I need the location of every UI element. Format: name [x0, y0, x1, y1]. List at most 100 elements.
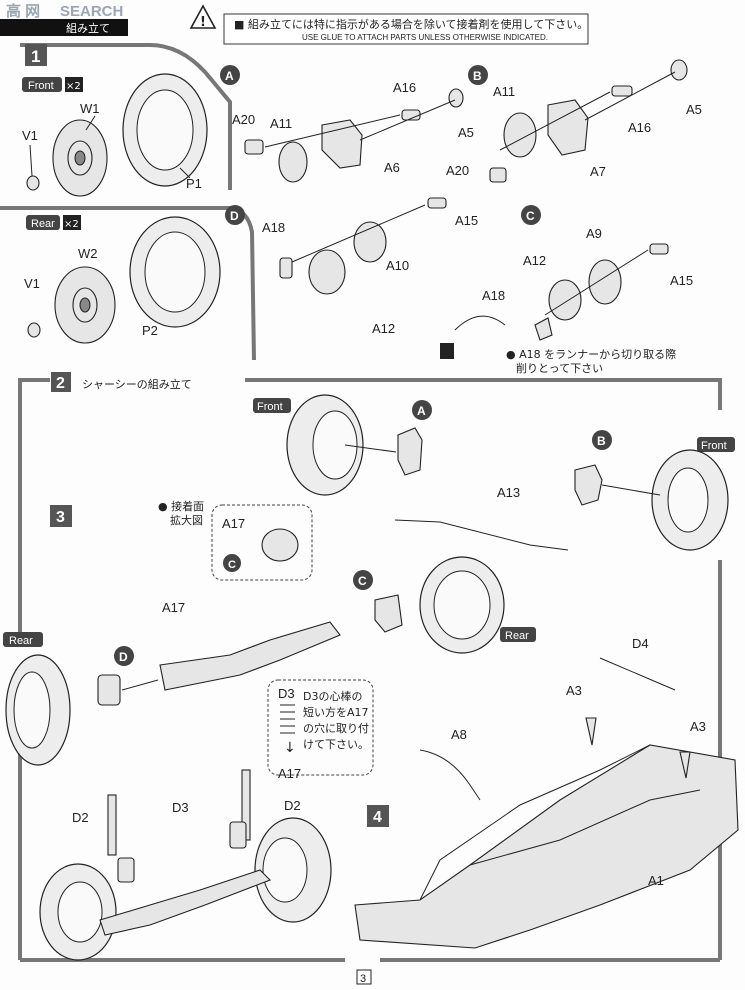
a10-upright	[353, 221, 387, 263]
page-number-box	[356, 969, 372, 985]
rear-axle-assembly	[99, 869, 271, 936]
notice-box	[223, 13, 589, 45]
label-a15-d: A15	[455, 213, 478, 228]
label-a20-b: A20	[446, 163, 469, 178]
label-p1: P1	[186, 176, 202, 191]
label-a10: A10	[386, 258, 409, 273]
x2-label: ×2	[66, 81, 81, 92]
step1-border	[20, 43, 232, 190]
a13-tie-rod	[394, 519, 569, 551]
d4-rod	[599, 657, 676, 691]
step4-number: 4	[373, 809, 382, 826]
label-v1-rear: V1	[24, 276, 40, 291]
step2-number: 2	[56, 375, 65, 392]
a20-part-b	[489, 167, 507, 183]
label-a11-b: A11	[493, 84, 515, 99]
label-a16-a: A16	[393, 80, 416, 95]
subassembly-c-badge-2	[223, 554, 241, 572]
notice-jp: ■ 組み立てには特に指示がある場合を除いて接着剤を使用して下さい。	[234, 17, 588, 31]
a8-brace	[419, 749, 481, 801]
d2-shaft-left	[107, 794, 117, 856]
a18-part-c	[534, 317, 553, 341]
step1-number: 1	[31, 47, 40, 66]
label-a17-detail: A17	[222, 516, 245, 531]
warning-icon	[189, 4, 217, 29]
x2-label-rear: ×2	[64, 219, 79, 230]
a12-disc-c	[548, 279, 582, 321]
runner-detail	[454, 315, 506, 331]
subassembly-c-badge-3	[353, 570, 373, 590]
note-contact-1: ● 接着面	[158, 499, 204, 513]
subassembly-d-label-2: D	[119, 650, 128, 664]
down-arrow-icon: ↓	[284, 740, 296, 756]
knife-icon	[440, 343, 454, 359]
subassembly-c-badge	[521, 205, 541, 225]
label-v1-front: V1	[22, 128, 38, 143]
watermark-text: SEARCH	[60, 3, 123, 20]
upright-b-installed	[574, 464, 603, 506]
a12-disc-d	[308, 249, 346, 295]
warning-mark: !	[200, 15, 206, 30]
notice-en: USE GLUE TO ATTACH PARTS UNLESS OTHERWIS…	[302, 33, 548, 42]
subassembly-b-label-2: B	[597, 434, 606, 448]
step2-border-right	[245, 378, 722, 410]
section-title-bar	[0, 19, 128, 36]
v1-part	[26, 175, 40, 191]
d3-spring-left	[117, 857, 135, 883]
note-a18-cut-2: 削りとって下さい	[516, 361, 603, 375]
step2-border-left	[18, 378, 50, 400]
subassembly-c-label-3: C	[358, 574, 367, 588]
subassembly-c-label-2: C	[228, 559, 236, 571]
step2-badge	[51, 372, 71, 392]
note-d3-2: 短い方をA17	[303, 705, 369, 719]
label-a16-b: A16	[628, 120, 651, 135]
step1-badge	[25, 44, 47, 66]
note-d3-3: の穴に取り付	[303, 721, 369, 735]
note-d3-1: D3の心棒の	[303, 689, 362, 703]
front-tag-3	[697, 437, 735, 452]
page-number: 3	[360, 973, 366, 985]
d3-spring-icon	[280, 704, 295, 734]
rear-tag-label: Rear	[31, 218, 55, 230]
label-a6: A6	[384, 160, 400, 175]
label-d2-right: D2	[284, 798, 301, 813]
label-d3-rear: D3	[172, 800, 189, 815]
d3-note-box	[267, 679, 374, 776]
subassembly-b-label: B	[473, 69, 482, 83]
label-a5-a: A5	[458, 125, 474, 140]
a7-upright	[547, 99, 589, 156]
front-tag-3-label: Front	[701, 440, 727, 452]
label-d3-note: D3	[278, 686, 295, 701]
label-a17-note: A17	[278, 766, 301, 781]
subassembly-b-badge	[468, 65, 488, 85]
upright-d-installed	[97, 674, 121, 706]
a11-disc-a	[278, 141, 308, 183]
rear-tag-3	[500, 627, 536, 642]
d3-spring-right	[229, 821, 247, 849]
label-w2: W2	[78, 246, 98, 261]
label-a13: A13	[497, 485, 520, 500]
label-d4: D4	[632, 636, 649, 651]
rear-tag-2-label: Rear	[9, 635, 33, 647]
note-d3-4: けて下さい。	[303, 738, 369, 751]
label-a7: A7	[590, 164, 606, 179]
section-title: 組み立て	[66, 21, 110, 35]
label-a12-d: A12	[372, 321, 395, 336]
subassembly-c-label: C	[526, 209, 535, 223]
a3-mount-right	[679, 751, 691, 779]
a5-cap-a	[448, 88, 464, 108]
a5-cap-b	[670, 59, 688, 81]
x2-badge-rear	[63, 215, 81, 230]
subassembly-a-badge-2	[412, 400, 432, 420]
subassembly-b-badge-2	[592, 430, 612, 450]
front-tag	[22, 77, 62, 92]
label-p2: P2	[142, 323, 158, 338]
contact-detail-box	[211, 504, 313, 581]
upright-a-installed	[397, 427, 423, 476]
a15-pin-c	[649, 243, 669, 255]
rear-tag	[26, 215, 60, 230]
step2-title: シャーシーの組み立て	[82, 377, 192, 391]
front-tag-2-label: Front	[257, 401, 283, 413]
